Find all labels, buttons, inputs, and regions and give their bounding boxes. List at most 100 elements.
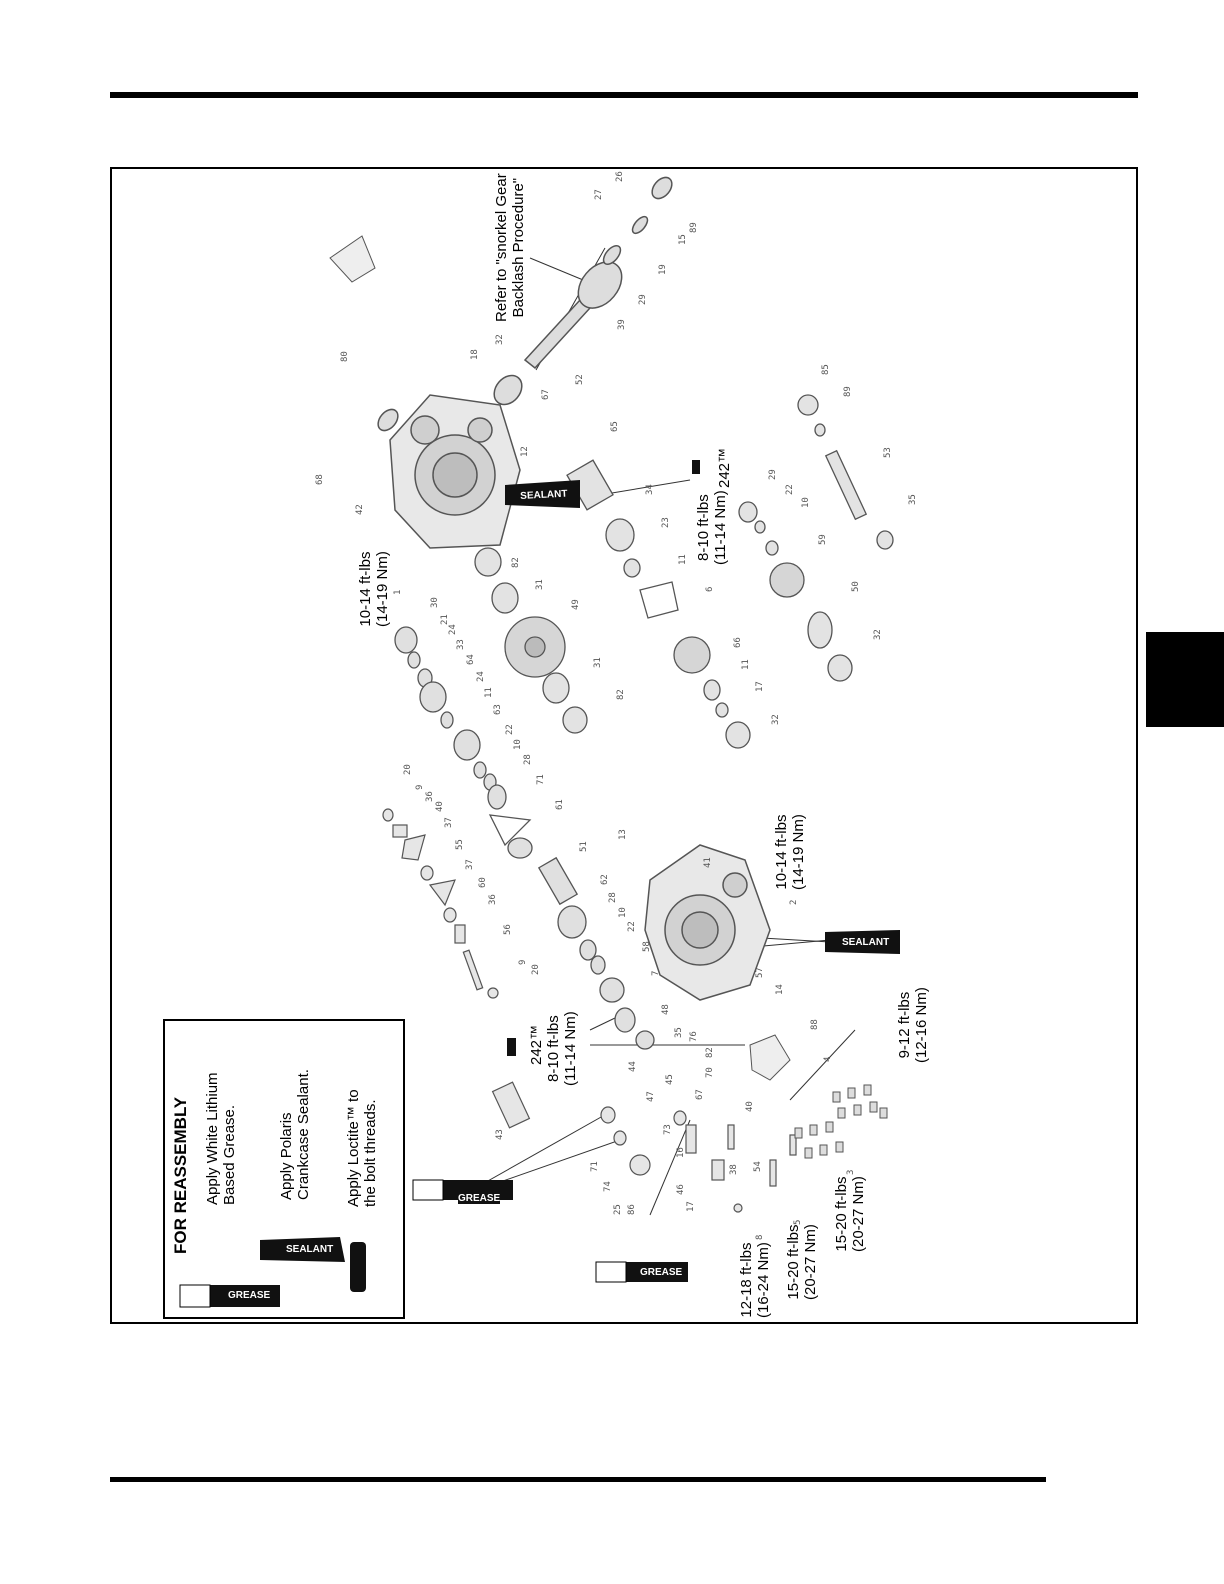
part-label: 67 xyxy=(695,1089,705,1100)
part-label: 2 xyxy=(789,900,799,905)
part-label: 60 xyxy=(478,877,488,888)
part-label: 35 xyxy=(674,1027,684,1038)
part-label: 80 xyxy=(340,351,350,362)
part-label: 40 xyxy=(435,801,445,812)
part-label: 36 xyxy=(425,791,435,802)
snorkel-shaft xyxy=(377,176,673,432)
part-label: 76 xyxy=(689,1031,699,1042)
reassembly-legend xyxy=(163,1019,405,1319)
part-label: 7 xyxy=(651,971,661,976)
part-label: 24 xyxy=(476,671,486,682)
part-label: 64 xyxy=(466,654,476,665)
part-label: 61 xyxy=(555,799,565,810)
part-label: 58 xyxy=(642,941,652,952)
part-label: 35 xyxy=(908,494,918,505)
part-label: 26 xyxy=(615,171,625,182)
part-label: 89 xyxy=(689,222,699,233)
part-label: 57 xyxy=(755,967,765,978)
part-label: 82 xyxy=(616,689,626,700)
part-label: 5 xyxy=(793,1220,803,1225)
torque-callout-bottom-2: 15-20 ft-lbs(20-27 Nm) xyxy=(785,1224,819,1300)
part-label: 73 xyxy=(663,1124,673,1135)
legend-loctite-icon xyxy=(350,1242,366,1292)
part-label: 15 xyxy=(678,234,688,245)
part-label: 39 xyxy=(617,319,627,330)
part-label: 33 xyxy=(456,639,466,650)
part-label: 48 xyxy=(661,1004,671,1015)
sealant-tag-lower: SEALANT xyxy=(842,937,890,948)
part-label: 42 xyxy=(355,504,365,515)
part-label: 63 xyxy=(493,704,503,715)
part-label: 47 xyxy=(646,1091,656,1102)
part-label: 4 xyxy=(823,1057,833,1062)
loctite-bottle-icon xyxy=(507,460,700,1056)
part-label: 68 xyxy=(315,474,325,485)
part-label: 29 xyxy=(638,294,648,305)
part-label: 50 xyxy=(851,581,861,592)
part-label: 28 xyxy=(608,892,618,903)
part-label: 11 xyxy=(678,554,688,565)
grease-tag-mid: GREASE xyxy=(640,1267,683,1278)
part-label: 43 xyxy=(495,1129,505,1140)
part-label: 74 xyxy=(603,1181,613,1192)
part-label: 34 xyxy=(645,484,655,495)
part-label: 20 xyxy=(403,764,413,775)
leader-lines xyxy=(462,247,856,1216)
part-label: 10 xyxy=(513,739,523,750)
part-label: 88 xyxy=(810,1019,820,1030)
part-label: 59 xyxy=(818,534,828,545)
part-label: 22 xyxy=(785,484,795,495)
part-label: 9 xyxy=(415,785,425,790)
part-label: 67 xyxy=(541,389,551,400)
cover-plate xyxy=(749,1034,791,1081)
part-label: 13 xyxy=(618,829,628,840)
part-number-labels: 26 27 89 15 19 29 39 52 67 12 18 32 80 6… xyxy=(315,171,918,1240)
loctite-callout-left: 242™ xyxy=(528,1024,545,1065)
legend-grease-tag: GREASE xyxy=(228,1290,271,1301)
part-label: 29 xyxy=(768,469,778,480)
part-label: 52 xyxy=(575,374,585,385)
part-label: 41 xyxy=(703,857,713,868)
legend-sealant-tag: SEALANT xyxy=(286,1244,334,1255)
part-label: 19 xyxy=(658,264,668,275)
part-label: 37 xyxy=(444,817,454,828)
part-label: 40 xyxy=(745,1101,755,1112)
diagram-frame xyxy=(110,167,1138,1324)
part-label: 65 xyxy=(610,421,620,432)
part-label: 86 xyxy=(627,1204,637,1215)
loctite-callout-right: 242™ xyxy=(716,447,733,488)
part-label: 10 xyxy=(618,907,628,918)
part-label: 12 xyxy=(520,446,530,457)
torque-callout-bottom-3: 15-20 ft-lbs(20-27 Nm) xyxy=(833,1176,867,1252)
part-label: 62 xyxy=(600,874,610,885)
lower-case-housing xyxy=(644,844,771,1001)
output-gears xyxy=(474,459,751,749)
part-label: 30 xyxy=(430,597,440,608)
part-label: 28 xyxy=(523,754,533,765)
part-label: 71 xyxy=(590,1161,600,1172)
part-label: 14 xyxy=(775,984,785,995)
part-label: 44 xyxy=(628,1061,638,1072)
right-shaft-gears xyxy=(738,394,894,682)
part-label: 38 xyxy=(729,1164,739,1175)
part-label: 46 xyxy=(676,1184,686,1195)
part-label: 22 xyxy=(505,724,515,735)
part-label: 31 xyxy=(535,579,545,590)
part-label: 23 xyxy=(661,517,671,528)
torque-callout-cover: 9-12 ft-lbs(12-16 Nm) xyxy=(896,987,930,1063)
part-label: 32 xyxy=(495,334,505,345)
part-label: 11 xyxy=(741,659,751,670)
part-label: 16 xyxy=(676,1147,686,1158)
torque-callout-lower-case: 10-14 ft-lbs(14-19 Nm) xyxy=(773,814,807,890)
part-label: 49 xyxy=(571,599,581,610)
top-rule xyxy=(110,92,1138,98)
part-label: 55 xyxy=(455,839,465,850)
part-label: 31 xyxy=(593,657,603,668)
part-label: 53 xyxy=(883,447,893,458)
part-label: 21 xyxy=(440,614,450,625)
grease-tag-left: GREASE xyxy=(458,1193,501,1204)
